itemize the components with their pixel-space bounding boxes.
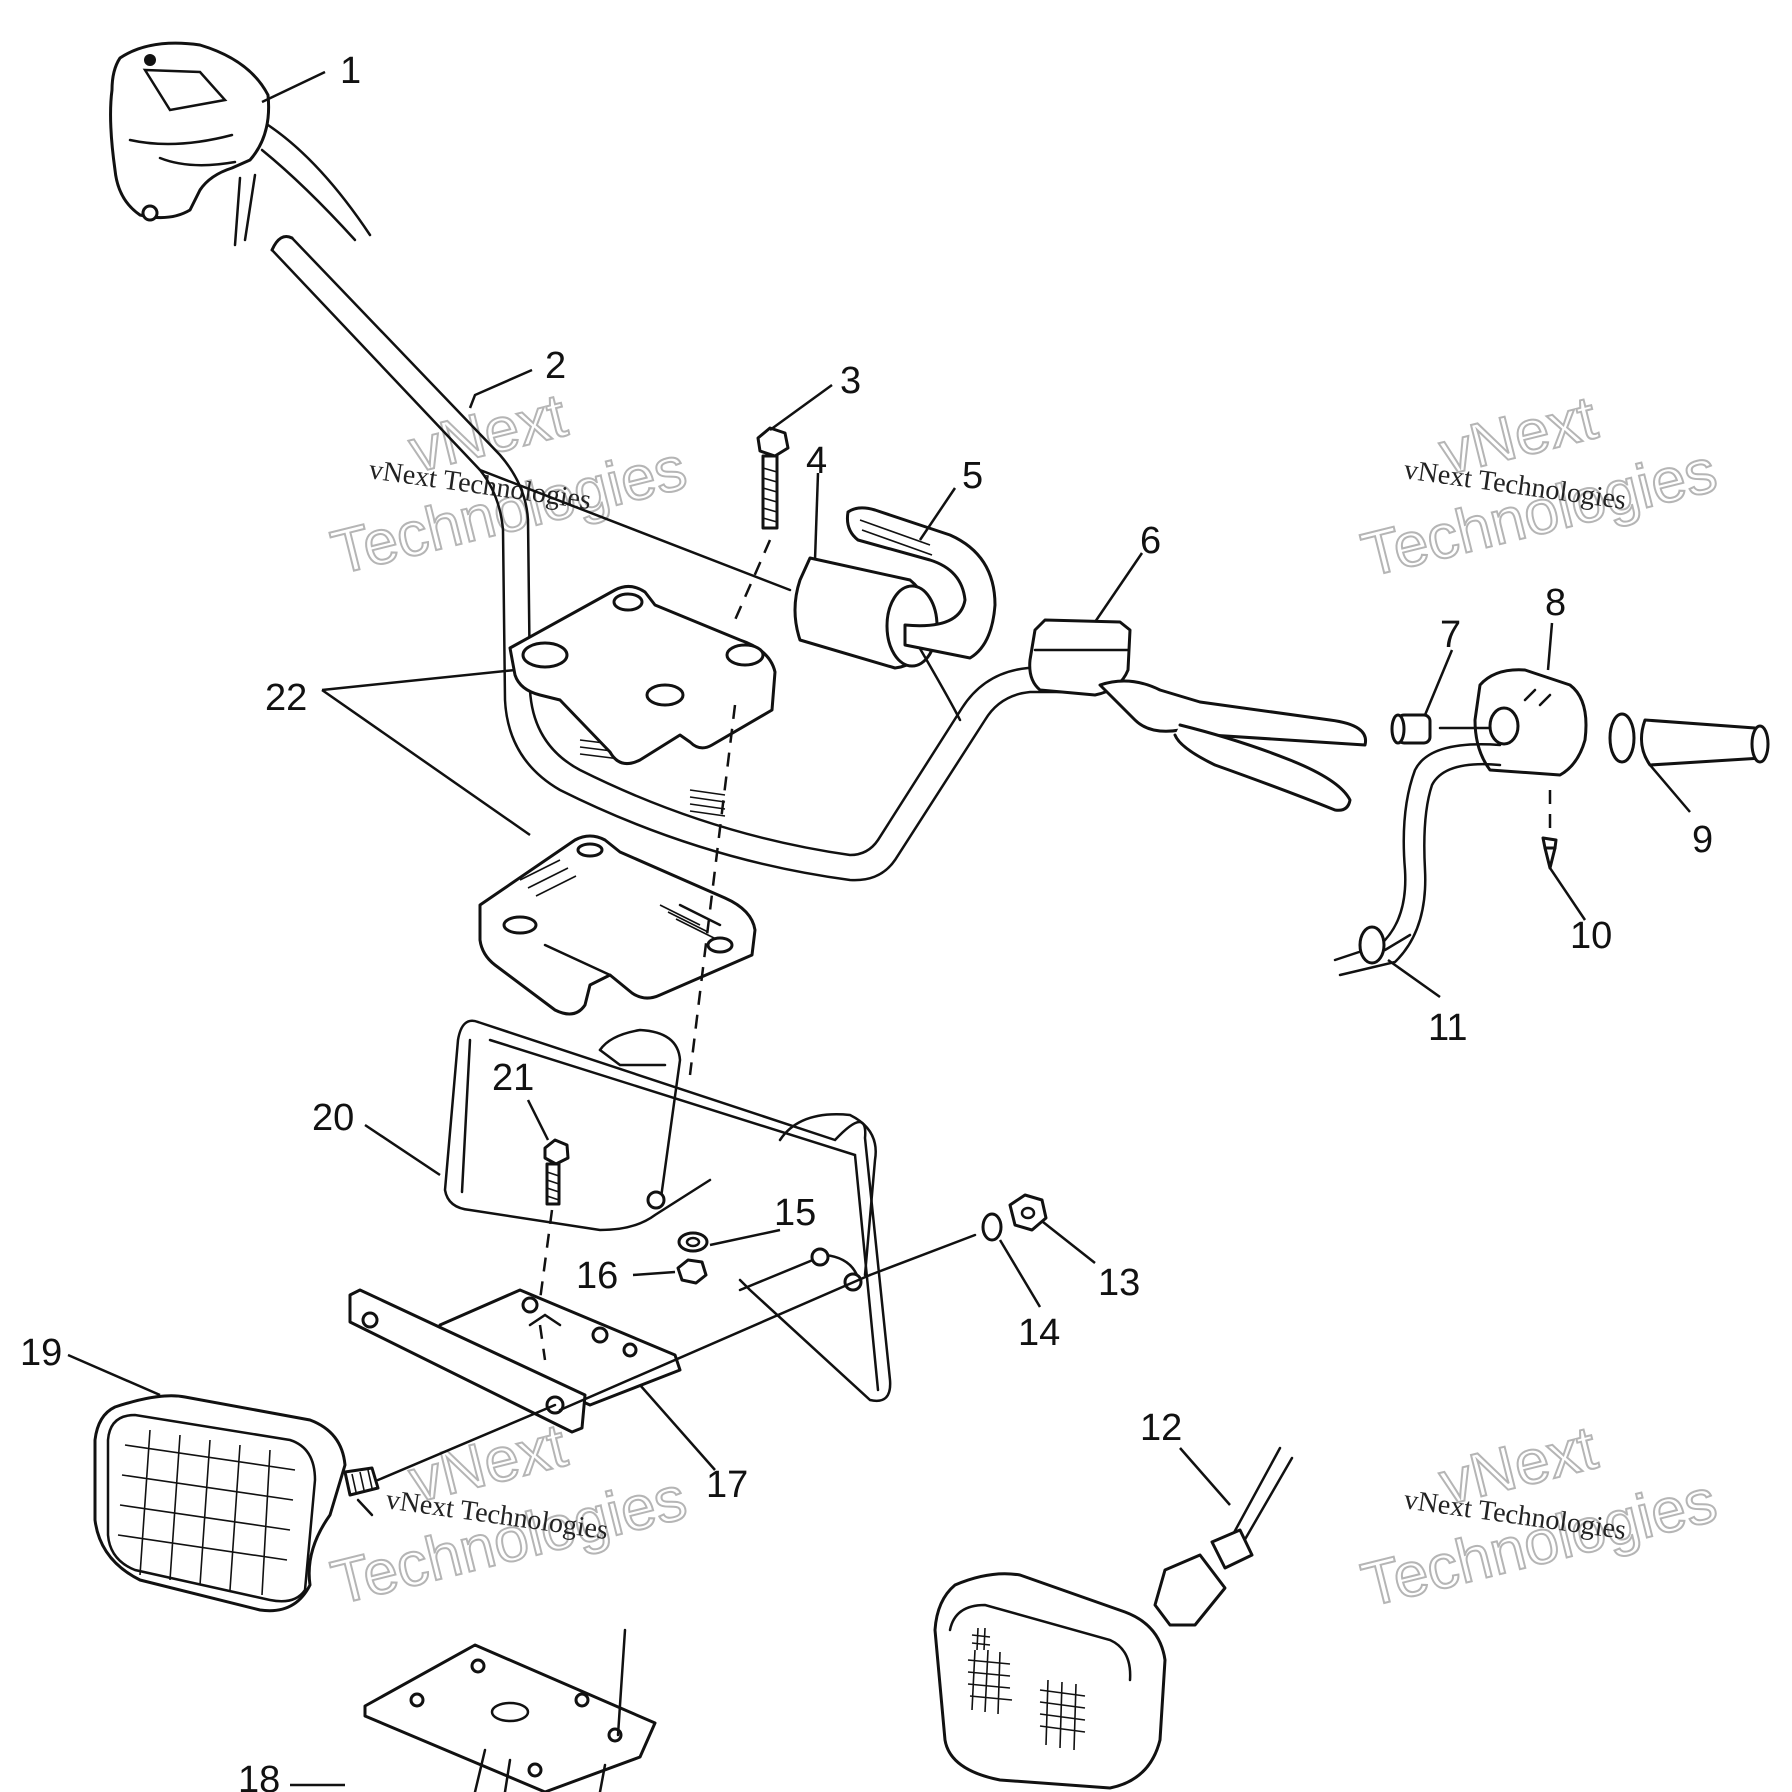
callout-3: 3: [840, 360, 861, 402]
callout-19: 19: [20, 1332, 62, 1374]
callout-10: 10: [1570, 915, 1612, 957]
callout-18: 18: [238, 1759, 280, 1792]
part-22-lower-clamp: [478, 834, 757, 1016]
part-7-spacer: [1390, 713, 1432, 745]
part-12-headlight-connector: [1153, 1446, 1294, 1627]
callout-7: 7: [1440, 614, 1461, 656]
callout-15: 15: [774, 1192, 816, 1234]
part-16-nut: [676, 1258, 708, 1285]
part-6-master-cylinder: [1028, 618, 1368, 812]
callout-14: 14: [1018, 1312, 1060, 1354]
callout-5: 5: [962, 455, 983, 497]
part-21-bolt: [538, 1138, 570, 1301]
part-19-headlight: [93, 1394, 557, 1613]
callout-9: 9: [1692, 819, 1713, 861]
callout-labels: 1 2 3 4 5 6 7 8 9 10 11 12 13 14 15 16 1…: [20, 50, 1713, 1792]
part-22-upper-clamp: [508, 585, 777, 766]
part-8-throttle-housing: [1438, 668, 1588, 830]
leader-lines: [67, 70, 1691, 1787]
callout-16: 16: [576, 1255, 618, 1297]
callout-6: 6: [1140, 520, 1161, 562]
callout-13: 13: [1098, 1262, 1140, 1304]
callout-12: 12: [1140, 1407, 1182, 1449]
callout-22: 22: [265, 677, 307, 719]
callout-11: 11: [1428, 1007, 1467, 1049]
callout-17: 17: [706, 1464, 748, 1506]
callout-20: 20: [312, 1097, 354, 1139]
part-11-throttle-cable: [1333, 743, 1502, 977]
part-14-washer: [981, 1212, 1003, 1242]
callout-2: 2: [545, 345, 566, 387]
callout-4: 4: [806, 440, 827, 482]
part-1-control-housing: [109, 41, 372, 247]
part-17-mounting-bracket: [348, 1273, 872, 1434]
callout-8: 8: [1545, 582, 1566, 624]
part-5-pad: [846, 506, 997, 660]
part-18-plate: [363, 1628, 657, 1792]
part-13-nut: [1008, 1193, 1048, 1232]
part-3-bolt: [688, 426, 790, 1076]
part-12-headlight: [933, 1572, 1167, 1790]
callout-21: 21: [492, 1057, 534, 1099]
callout-1: 1: [340, 50, 361, 92]
part-15-washer: [677, 1231, 709, 1253]
part-9-grip: [1608, 712, 1770, 767]
part-10-screw: [1541, 836, 1558, 870]
